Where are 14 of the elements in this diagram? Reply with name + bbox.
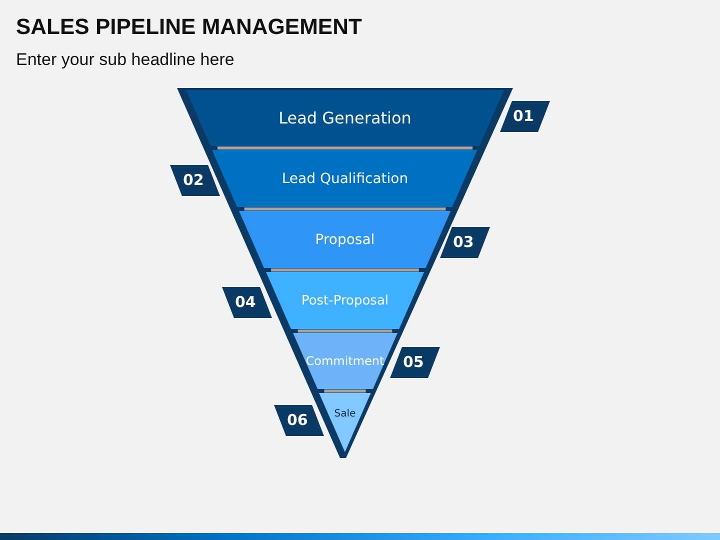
stage-label: Lead Qualification	[280, 170, 410, 186]
stage-label: Commitment	[304, 354, 386, 368]
step-number: 03	[453, 233, 474, 251]
subtitle: Enter your sub headline here	[16, 50, 234, 70]
stage-label: Lead Generation	[278, 108, 412, 128]
step-number: 02	[183, 171, 204, 189]
step-number: 04	[235, 293, 256, 311]
title: SALES PIPELINE MANAGEMENT	[16, 14, 362, 40]
step-number: 06	[287, 411, 308, 429]
stage-label: Proposal	[314, 232, 376, 248]
step-number: 01	[513, 107, 534, 125]
step-number: 05	[403, 353, 424, 371]
stage-label: Post-Proposal	[300, 293, 390, 308]
stage-label: Sale	[333, 408, 357, 420]
